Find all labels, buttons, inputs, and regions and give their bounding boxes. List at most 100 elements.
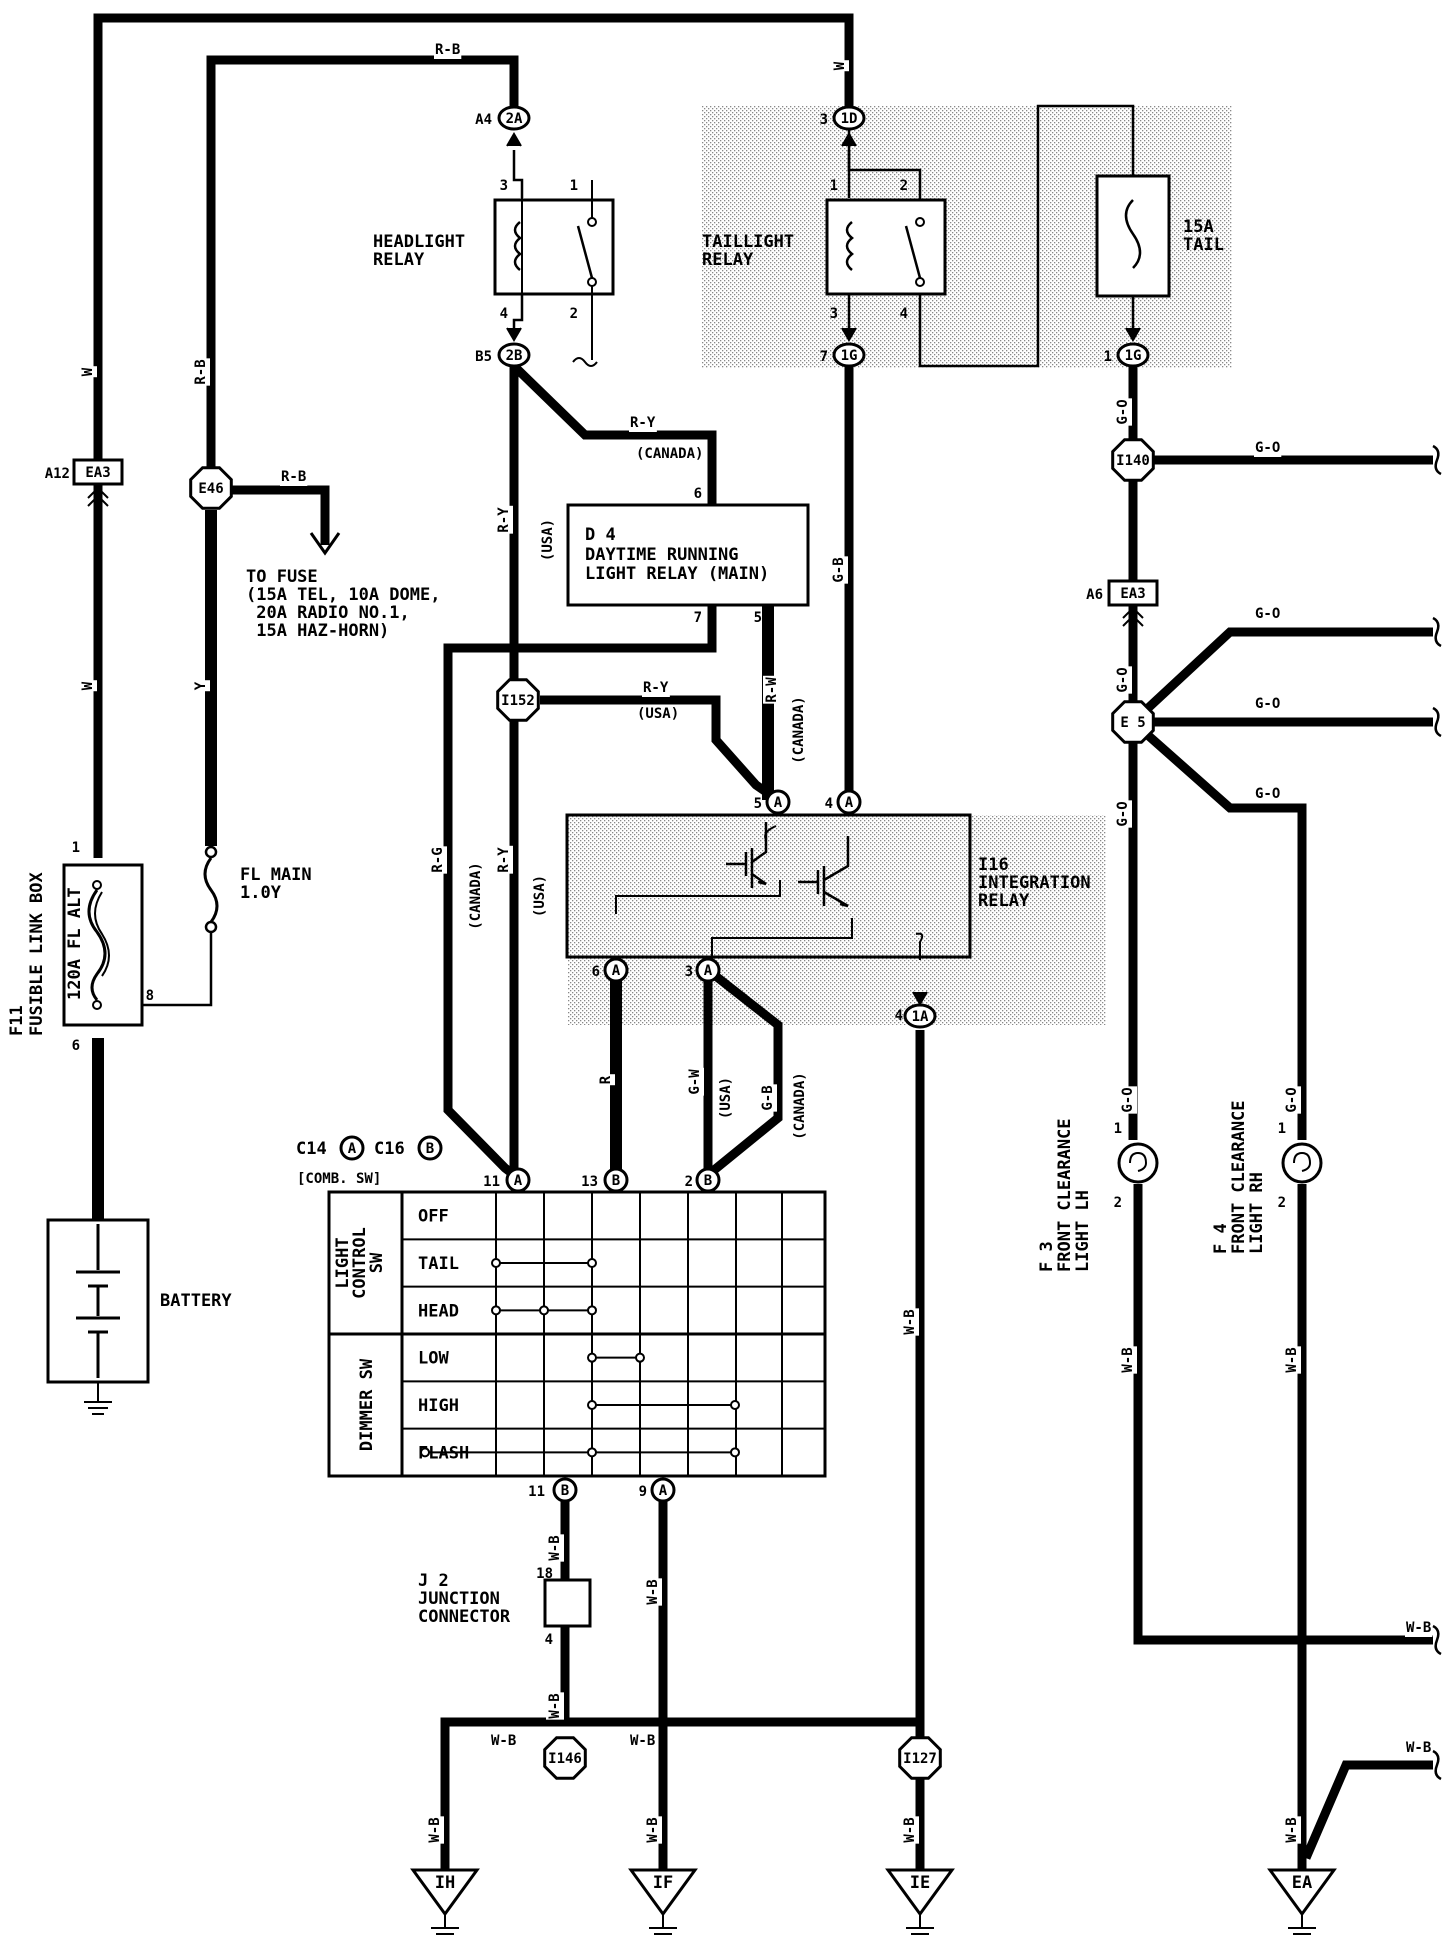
- wire-color-label-34: W-B: [1120, 1347, 1136, 1372]
- pin-number-24: 18: [536, 1566, 553, 1582]
- wire-wb-ih: [440, 1717, 565, 1870]
- wire-color-label-20: R: [598, 1075, 614, 1084]
- splice-e46: [189, 466, 233, 510]
- wire-color-label-6: W: [832, 61, 848, 70]
- switch-contact-dot: [491, 1305, 501, 1316]
- wire-color-label-5: R-B: [281, 469, 306, 485]
- label-bg: [426, 1816, 444, 1844]
- pin-number-3: 2: [570, 306, 578, 322]
- splice-e46-label: E46: [198, 481, 223, 497]
- wire-continuation-icon: [1432, 706, 1442, 738]
- label-bg: [79, 366, 97, 378]
- light-control-label-1: CONTROL: [350, 1227, 370, 1299]
- label-bg: [1405, 1739, 1433, 1757]
- light-control-label-0: LIGHT: [333, 1237, 353, 1288]
- wire-color-label-8: (CANADA): [636, 446, 703, 462]
- integration-relay-name: INTEGRATION: [978, 873, 1091, 893]
- ground-if: [628, 1868, 698, 1917]
- wire-color-label-7: R-Y: [630, 415, 656, 431]
- switch-contact-dot: [635, 1352, 645, 1363]
- switch-row-tail: TAIL: [418, 1254, 459, 1274]
- splice-i152-label: I152: [501, 693, 535, 709]
- wire-color-label-37: W-B: [1406, 1740, 1431, 1756]
- integration-relay-id: I16: [978, 855, 1009, 875]
- wire-wb-lh: [1133, 1184, 1433, 1645]
- connector-1d: [832, 105, 866, 131]
- ground-if-label: IF: [653, 1873, 673, 1893]
- label-bg: [1119, 1346, 1137, 1374]
- integration-relay: [565, 813, 972, 960]
- fl-main-rating: 1.0Y: [240, 883, 282, 903]
- label-bg: [830, 556, 848, 584]
- label-bg: [790, 695, 808, 765]
- connector-ea3-b: [1107, 579, 1159, 607]
- label-bg: [635, 445, 705, 463]
- pin-b-13-label: B: [612, 1173, 620, 1189]
- splice-i146: [543, 1736, 587, 1780]
- wire-color-label-24: (CANADA): [792, 1072, 808, 1139]
- f4-id: F 4: [1211, 1223, 1231, 1254]
- wire-color-label-13: R-W: [764, 677, 780, 703]
- connector-1g-b: [1116, 342, 1150, 368]
- pin-number-20: 13: [581, 1174, 598, 1190]
- taillight-relay-label: TAILLIGHT: [702, 232, 794, 252]
- wire-go-rh: [1130, 718, 1307, 1140]
- label-bg: [1283, 1086, 1301, 1114]
- pin-b-2-label: B: [704, 1173, 712, 1189]
- pin-number-28: 8: [146, 988, 154, 1004]
- integration-relay-name-2: RELAY: [978, 891, 1030, 911]
- wire-color-label-3: W: [80, 681, 96, 690]
- pin-number-7: 4: [900, 306, 908, 322]
- label-bg: [686, 1067, 704, 1096]
- switch-contact-dot: [539, 1305, 549, 1316]
- comb-sw-c14-badge-label: A: [348, 1141, 357, 1157]
- connector-arrow-icon: [1122, 606, 1144, 627]
- wire-color-label-41: W-B: [645, 1579, 661, 1604]
- label-bg: [539, 517, 557, 563]
- label-bg: [280, 468, 308, 486]
- wire-color-label-9: R-Y: [496, 507, 512, 533]
- ground-ih-symbol: [431, 1914, 459, 1941]
- label-bg: [546, 1534, 564, 1562]
- pin-number-31: 1: [1278, 1121, 1286, 1137]
- label-bg: [791, 1071, 809, 1141]
- splice-i152: [496, 678, 540, 722]
- switch-contact-dot: [730, 1400, 740, 1410]
- labels: HEADLIGHT RELAY TAILLIGHT RELAY 15A TAIL…: [7, 217, 1267, 1627]
- pin-b-11-bottom-label: B: [561, 1483, 569, 1499]
- pin-number-21: 2: [685, 1174, 693, 1190]
- wire-continuation-icon: [1432, 1749, 1442, 1781]
- switch-contact-dot: [491, 1258, 501, 1268]
- pin-a-6-label: A: [612, 963, 621, 979]
- pin-number-0: 3: [500, 178, 508, 194]
- wire-color-label-43: W-B: [491, 1733, 516, 1749]
- drl-name-label: DAYTIME RUNNING: [585, 545, 739, 565]
- pin-a-3-label: A: [704, 963, 713, 979]
- pin-number-25: 4: [545, 1632, 553, 1648]
- switch-row-off: OFF: [418, 1207, 449, 1227]
- ground-ie-symbol: [906, 1914, 934, 1941]
- switch-row-high: HIGH: [418, 1396, 459, 1416]
- connector-1g-a-label: 1G: [841, 348, 858, 364]
- label-bg: [495, 505, 513, 534]
- wire-color-label-17: (CANADA): [468, 862, 484, 929]
- label-bg: [1254, 695, 1282, 713]
- to-fuse-label-4: 15A HAZ-HORN): [246, 621, 389, 641]
- wire-color-label-29: G-O: [1255, 606, 1280, 622]
- label-bg: [901, 1816, 919, 1844]
- pin-number-29: 1: [1114, 1121, 1122, 1137]
- switch-row-low: LOW: [418, 1349, 449, 1369]
- dimmer-sw-label: DIMMER SW: [357, 1358, 377, 1451]
- label-bg: [644, 1578, 662, 1606]
- connector-ea3-b-label: EA3: [1120, 586, 1145, 602]
- ground-if-symbol: [649, 1914, 677, 1941]
- wire-continuation-icon: [1432, 1624, 1442, 1656]
- arrow-icon: [506, 327, 522, 342]
- pin-number-17: 3: [685, 964, 693, 980]
- pin-b-2: [695, 1167, 721, 1193]
- splice-i146-label: I146: [548, 1751, 582, 1767]
- label-bg: [901, 1308, 919, 1336]
- integration-shaded-area: [568, 815, 1106, 1025]
- label-bg: [1283, 1816, 1301, 1844]
